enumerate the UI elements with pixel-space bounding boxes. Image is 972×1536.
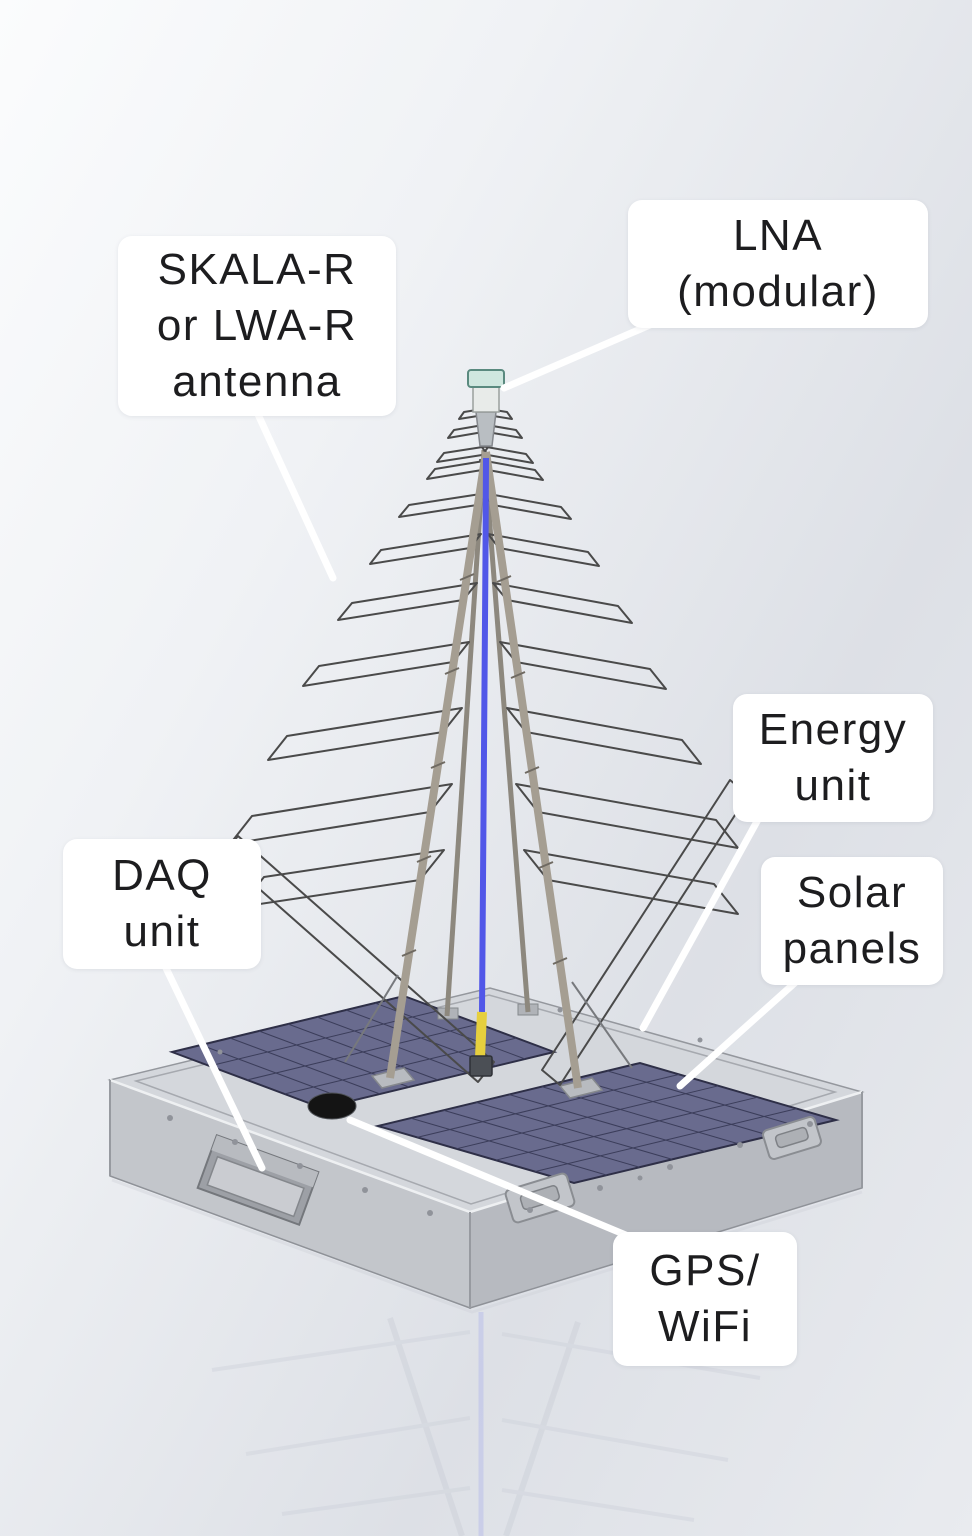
label-energy-line2: unit [794, 761, 872, 810]
label-antenna-line1: SKALA-R [157, 244, 357, 294]
base-platform [110, 988, 862, 1310]
label-gps-line1: GPS/ [649, 1245, 761, 1295]
gps-wifi-port [307, 1092, 357, 1120]
antenna-leg-back-right [481, 449, 531, 1013]
label-lna: LNA (modular) [628, 200, 928, 328]
leader-antenna [252, 406, 337, 582]
leader-daq [161, 962, 266, 1172]
cable-base-connector [469, 1055, 493, 1077]
label-gps-line2: WiFi [658, 1302, 752, 1351]
label-antenna: SKALA-R or LWA-R antenna [118, 236, 396, 416]
coax-cable [479, 457, 489, 1013]
leader-lna [500, 314, 670, 392]
solar-panel-right [378, 1063, 836, 1183]
antenna-leg-back-left [444, 449, 487, 1017]
leg-strut-right [571, 981, 633, 1069]
daq-unit-recess [196, 1133, 320, 1227]
label-lna-line2: (modular) [677, 267, 879, 316]
log-periodic-antenna [221, 369, 749, 1099]
label-gps-wifi: GPS/ WiFi [613, 1232, 797, 1366]
case-rivets [167, 1007, 813, 1216]
lna-top-cap [467, 369, 505, 388]
label-solar-line1: Solar [796, 867, 908, 917]
label-daq-line1: DAQ [112, 850, 212, 900]
label-antenna-line3: antenna [172, 357, 342, 407]
label-solar-line2: panels [782, 924, 922, 973]
leader-lines [161, 314, 802, 1247]
lna-module [467, 369, 505, 447]
leg-strut-left [344, 974, 399, 1063]
leader-solar [676, 976, 802, 1090]
leader-gps [346, 1116, 649, 1247]
label-energy-line1: Energy [758, 704, 908, 754]
leg-rungs [401, 573, 568, 965]
label-solar-panels: Solar panels [761, 857, 943, 985]
cable-connector-yellow [475, 1011, 487, 1059]
label-daq-line2: unit [123, 907, 201, 956]
leader-energy [639, 812, 764, 1032]
label-daq-unit: DAQ unit [63, 839, 261, 969]
label-antenna-line2: or LWA-R [156, 300, 358, 350]
label-lna-line1: LNA [732, 210, 824, 260]
solar-grid-right [378, 1063, 836, 1183]
label-energy-unit: Energy unit [733, 694, 933, 822]
case-latch-right [762, 1116, 822, 1160]
